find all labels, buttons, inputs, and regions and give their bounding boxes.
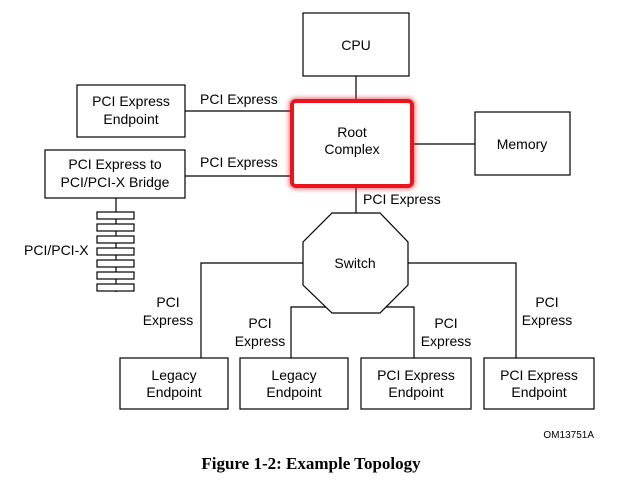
pcie-endpoint-2-node: PCI Express Endpoint bbox=[360, 357, 472, 410]
switch-legacy1-link bbox=[200, 262, 303, 358]
pcie-endpoint-label-2: Endpoint bbox=[103, 111, 158, 127]
memory-label: Memory bbox=[497, 136, 548, 152]
link-label-endpoint-root: PCI Express bbox=[200, 91, 278, 107]
link-label-endpoint3-a: PCI bbox=[535, 294, 558, 310]
link-label-bridge-root: PCI Express bbox=[200, 154, 278, 170]
figure-id: OM13751A bbox=[543, 430, 594, 441]
legacy-endpoint-2-label-1: Legacy bbox=[271, 367, 316, 383]
root-complex-node: Root Complex bbox=[288, 97, 416, 190]
pcie-endpoint-3-label-2: Endpoint bbox=[511, 384, 566, 400]
link-label-endpoint3-b: Express bbox=[522, 312, 573, 328]
legacy-endpoint-1-node: Legacy Endpoint bbox=[119, 357, 229, 410]
root-complex-label-2: Complex bbox=[324, 141, 379, 157]
bridge-node: PCI Express to PCI/PCI-X Bridge bbox=[44, 149, 186, 199]
legacy-endpoint-1-label-1: Legacy bbox=[151, 367, 196, 383]
link-label-endpoint2-b: Express bbox=[421, 333, 472, 349]
link-label-endpoint2-a: PCI bbox=[434, 315, 457, 331]
switch-endpoint2-link bbox=[380, 306, 415, 358]
legacy-endpoint-2-label-2: Endpoint bbox=[266, 384, 321, 400]
cpu-node: CPU bbox=[302, 12, 410, 77]
link-label-legacy2-a: PCI bbox=[248, 315, 271, 331]
pci-bus-label: PCI/PCI-X bbox=[24, 242, 89, 258]
link-label-legacy1-a: PCI bbox=[156, 294, 179, 310]
cpu-label: CPU bbox=[341, 37, 371, 53]
highlight-border bbox=[290, 99, 414, 188]
switch-node: Switch bbox=[302, 212, 409, 314]
switch-label: Switch bbox=[334, 255, 375, 271]
memory-node: Memory bbox=[474, 111, 571, 176]
pcie-endpoint-2-label-2: Endpoint bbox=[388, 384, 443, 400]
figure-caption: Figure 1-2: Example Topology bbox=[201, 454, 421, 473]
pcie-endpoint-label-1: PCI Express bbox=[92, 93, 170, 109]
link-label-legacy2-b: Express bbox=[235, 333, 286, 349]
pcie-endpoint-3-node: PCI Express Endpoint bbox=[483, 357, 595, 410]
bridge-label-1: PCI Express to bbox=[68, 156, 162, 172]
pcie-endpoint-3-label-1: PCI Express bbox=[500, 367, 578, 383]
pci-bus-slots bbox=[96, 211, 135, 292]
link-label-root-switch: PCI Express bbox=[363, 191, 441, 207]
legacy-endpoint-1-label-2: Endpoint bbox=[146, 384, 201, 400]
switch-legacy2-link bbox=[290, 306, 332, 358]
bridge-label-2: PCI/PCI-X Bridge bbox=[61, 174, 170, 190]
pcie-endpoint-2-label-1: PCI Express bbox=[377, 367, 455, 383]
pcie-endpoint-node: PCI Express Endpoint bbox=[76, 84, 186, 138]
legacy-endpoint-2-node: Legacy Endpoint bbox=[239, 357, 349, 410]
root-complex-label-1: Root bbox=[337, 124, 367, 140]
switch-endpoint3-link bbox=[408, 262, 517, 358]
link-label-legacy1-b: Express bbox=[143, 312, 194, 328]
